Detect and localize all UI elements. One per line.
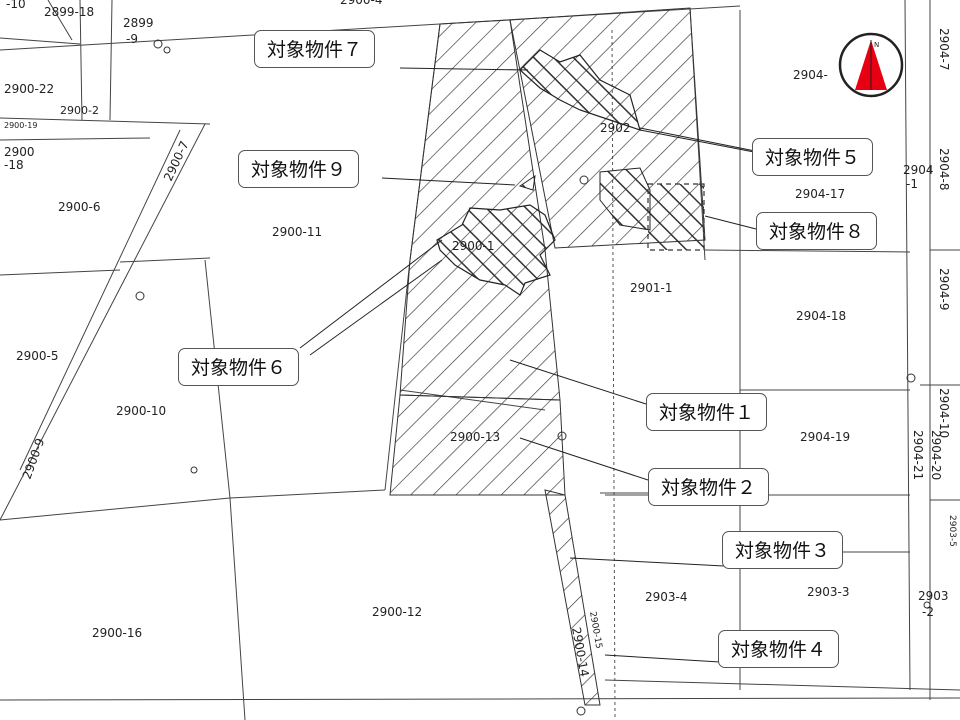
parcel-2902: 2902 [600,121,631,135]
callout-property-4: 対象物件４ [718,630,840,668]
parcel-2903-5: 2903-5 [947,515,957,547]
north-arrow-icon: N [838,32,904,98]
parcel-2904-10: 2904-10 [937,388,951,438]
parcel-2899-18: 2899-18 [44,5,94,19]
callout-property-9: 対象物件９ [238,150,360,188]
parcel-2904-18: 2904-18 [796,309,846,323]
parcel-2903-2-b: -2 [922,605,934,619]
parcel-2900-2: 2900-2 [60,104,99,117]
parcel-2900-11: 2900-11 [272,225,322,239]
parcel-2900-5: 2900-5 [16,349,59,363]
parcel-2900-22: 2900-22 [4,82,54,96]
parcel-labels: 2899-18 2899 -9 -10 2900-22 2900-2 2900-… [4,0,957,678]
parcel-2900-6: 2900-6 [58,200,101,214]
parcel-2900-18-a: 2900 [4,145,35,159]
callout-property-5: 対象物件５ [752,138,874,176]
parcel-2900-1: 2900-1 [452,239,495,253]
parcel-2903-2-a: 2903 [918,589,949,603]
parcel-2900-10: 2900-10 [116,404,166,418]
parcel-2899-9-a: 2899 [123,16,154,30]
parcel-2904-20: 2904-20 [929,430,943,480]
callout-leaders [299,67,761,663]
callout-property-1: 対象物件１ [646,393,768,431]
parcel-2904-1-a: 2904 [903,163,934,177]
north-letter: N [874,41,879,49]
parcel-2904-19: 2904-19 [800,430,850,444]
target-property-3-area [544,489,601,706]
parcel-2900-16: 2900-16 [92,626,142,640]
callout-property-2: 対象物件２ [648,468,770,506]
target-property-9-area [518,174,536,191]
parcel-2900-top: 2900-4 [340,0,383,7]
parcel-2901-1: 2901-1 [630,281,673,295]
parcel-2904: 2904- [793,68,828,82]
callout-property-3: 対象物件３ [722,531,844,569]
target-property-8-extra [599,167,651,231]
parcel-2900-19: 2900-19 [4,121,37,130]
callout-property-7: 対象物件７ [254,30,376,68]
parcel-2900-18-b: -18 [4,158,24,172]
parcel-2900-10-top: -10 [6,0,26,11]
target-property-8-area [647,183,705,251]
parcel-2904-21: 2904-21 [911,430,925,480]
target-property-6-area [436,204,556,296]
target-property-7-area [519,49,641,131]
parcel-2904-7: 2904-7 [937,28,951,71]
callout-property-8: 対象物件８ [756,212,878,250]
parcel-2900-9: 2900-9 [20,436,48,481]
boundary-markers [135,39,931,716]
parcel-2904-9: 2904-9 [937,268,951,311]
parcel-2903-4: 2903-4 [645,590,688,604]
parcel-2903-3: 2903-3 [807,585,850,599]
parcel-2899-9-b: -9 [126,32,138,46]
callout-property-6: 対象物件６ [178,348,300,386]
parcel-2900-13: 2900-13 [450,430,500,444]
parcel-2900-12: 2900-12 [372,605,422,619]
parcel-2904-17: 2904-17 [795,187,845,201]
parcel-2904-8: 2904-8 [937,148,951,191]
target-property-2-area [389,394,566,496]
parcel-2904-1-b: -1 [906,177,918,191]
